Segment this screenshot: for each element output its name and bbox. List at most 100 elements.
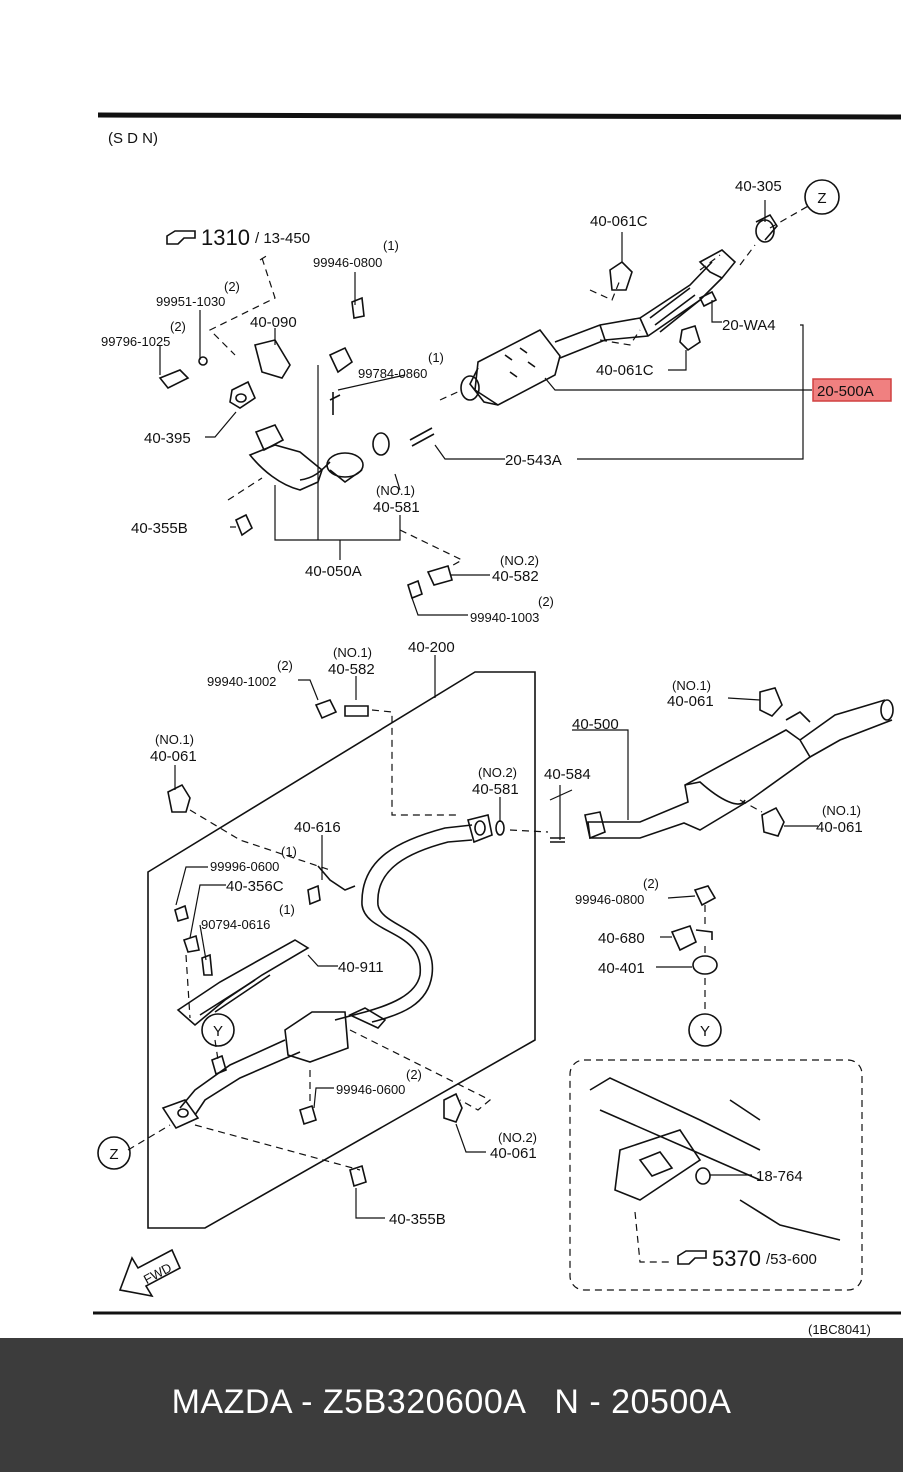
label-40-061-rmid: 40-061 bbox=[816, 819, 863, 836]
label-40-401: 40-401 bbox=[598, 960, 645, 977]
qty-99951-1030: (2) bbox=[224, 279, 240, 294]
guide-lines-top bbox=[208, 204, 811, 569]
section-label: (S D N) bbox=[108, 130, 158, 147]
label-40-680: 40-680 bbox=[598, 930, 645, 947]
label-20-WA4: 20-WA4 bbox=[722, 317, 776, 334]
qty-99946-0600: (2) bbox=[406, 1067, 422, 1082]
fwd-arrow-icon: FWD bbox=[118, 1248, 182, 1298]
svg-text:5370: 5370 bbox=[712, 1246, 761, 1271]
circle-marker-y-left: Y bbox=[201, 1013, 235, 1047]
svg-text:/53-600: /53-600 bbox=[766, 1251, 817, 1268]
qty-99940-1002: (2) bbox=[277, 658, 293, 673]
label-40-500: 40-500 bbox=[572, 716, 619, 733]
label-40-395: 40-395 bbox=[144, 430, 191, 447]
label-40-200: 40-200 bbox=[408, 639, 455, 656]
no-40-061-left: (NO.1) bbox=[155, 732, 194, 747]
leaders-top bbox=[159, 200, 812, 616]
no-40-061-rmid: (NO.1) bbox=[822, 803, 861, 818]
label-99796-1025: 99796-1025 bbox=[101, 334, 170, 349]
label-90794-0616: 90794-0616 bbox=[201, 917, 270, 932]
catalytic-converter-20-500A bbox=[474, 328, 561, 406]
top-rule bbox=[97, 112, 902, 120]
ring-40-305 bbox=[755, 219, 775, 243]
hanger-40-061-rtop bbox=[759, 687, 783, 717]
no-40-582-top: (NO.2) bbox=[500, 553, 539, 568]
no-40-582-mid: (NO.1) bbox=[333, 645, 372, 660]
label-20-543A: 20-543A bbox=[505, 452, 562, 469]
svg-text:/ 13-450: / 13-450 bbox=[255, 230, 310, 247]
hanger-40-061C-top bbox=[609, 260, 633, 291]
no-40-581-top: (NO.1) bbox=[376, 483, 415, 498]
qty-90794-0616: (1) bbox=[279, 902, 295, 917]
label-99946-0800-right: 99946-0800 bbox=[575, 892, 644, 907]
label-40-616: 40-616 bbox=[294, 819, 341, 836]
label-40-061-rtop: 40-061 bbox=[667, 693, 714, 710]
svg-text:1310: 1310 bbox=[201, 225, 250, 250]
label-99940-1002: 99940-1002 bbox=[207, 674, 276, 689]
front-pipe-assembly bbox=[158, 213, 778, 600]
label-40-061-left: 40-061 bbox=[150, 748, 197, 765]
gasket-40-581 bbox=[372, 432, 390, 456]
caption-text: MAZDA - Z5B320600A N - 20500A bbox=[171, 1382, 732, 1421]
bracket-40-090 bbox=[254, 339, 291, 379]
label-99940-1003: 99940-1003 bbox=[470, 610, 539, 625]
part-labels: 40-305 40-061C 20-WA4 40-061C 20-500A 20… bbox=[101, 178, 874, 1228]
label-40-050A: 40-050A bbox=[305, 563, 362, 580]
rear-muffler-40-500 bbox=[550, 687, 894, 843]
detail-inset-18-764 bbox=[569, 1059, 863, 1291]
label-40-355B-bottom: 40-355B bbox=[389, 1211, 446, 1228]
hanger-40-061-left bbox=[167, 783, 191, 813]
hanger-40-061-rmid bbox=[761, 806, 785, 837]
label-20-500A: 20-500A bbox=[817, 383, 874, 400]
qty-99946-0800-top: (1) bbox=[383, 238, 399, 253]
label-99946-0800-top: 99946-0800 bbox=[313, 255, 382, 270]
label-40-090: 40-090 bbox=[250, 314, 297, 331]
guide-lines-bottom bbox=[127, 709, 763, 1171]
no-40-061-rtop: (NO.1) bbox=[672, 678, 711, 693]
label-40-356C: 40-356C bbox=[226, 878, 284, 895]
circle-marker-z-top: Z bbox=[804, 179, 840, 215]
heat-shield-40-911 bbox=[176, 939, 310, 1027]
qty-99940-1003: (2) bbox=[538, 594, 554, 609]
no-40-061-bottom: (NO.2) bbox=[498, 1130, 537, 1145]
svg-text:Z: Z bbox=[109, 1146, 118, 1163]
rear-pipe-assembly bbox=[147, 671, 536, 1229]
label-99996-0600: 99996-0600 bbox=[210, 859, 279, 874]
qty-99996-0600: (1) bbox=[281, 844, 297, 859]
no-40-581-mid: (NO.2) bbox=[478, 765, 517, 780]
label-40-061C-mid: 40-061C bbox=[596, 362, 654, 379]
label-40-582-mid: 40-582 bbox=[328, 661, 375, 678]
pointing-hand-icon-2 bbox=[677, 1250, 707, 1265]
qty-99784-0860: (1) bbox=[428, 350, 444, 365]
label-40-584: 40-584 bbox=[544, 766, 591, 783]
hanger-40-061C-mid bbox=[679, 325, 701, 352]
circle-marker-z-bottom: Z bbox=[97, 1136, 131, 1170]
label-40-581-mid: 40-581 bbox=[472, 781, 519, 798]
leaders-bottom bbox=[174, 655, 818, 1219]
label-99784-0860: 99784-0860 bbox=[358, 366, 427, 381]
label-40-582-top: 40-582 bbox=[492, 568, 539, 585]
circle-marker-y-right: Y bbox=[688, 1013, 722, 1047]
highlight-box-20-500A bbox=[812, 378, 892, 402]
label-99951-1030: 99951-1030 bbox=[156, 294, 225, 309]
exhaust-system-diagram: (S D N) bbox=[93, 112, 902, 1337]
qty-99796-1025: (2) bbox=[170, 319, 186, 334]
diagram-code: (1BC8041) bbox=[808, 1322, 871, 1337]
svg-text:Y: Y bbox=[700, 1023, 710, 1040]
label-40-061C-top: 40-061C bbox=[590, 213, 648, 230]
caption-bar: MAZDA - Z5B320600A N - 20500A bbox=[0, 1338, 903, 1472]
label-40-305: 40-305 bbox=[735, 178, 782, 195]
svg-text:Z: Z bbox=[817, 190, 826, 207]
label-99946-0600: 99946-0600 bbox=[336, 1082, 405, 1097]
reference-5370: 5370 /53-600 bbox=[677, 1246, 817, 1271]
label-40-581-top: 40-581 bbox=[373, 499, 420, 516]
label-40-911: 40-911 bbox=[338, 959, 384, 976]
reference-1310: 1310 / 13-450 bbox=[166, 225, 310, 250]
label-18-764: 18-764 bbox=[756, 1168, 803, 1185]
label-40-355B-top: 40-355B bbox=[131, 520, 188, 537]
pointing-hand-icon bbox=[166, 230, 196, 245]
svg-text:Y: Y bbox=[213, 1023, 223, 1040]
hanger-40-061-bottom bbox=[443, 1092, 463, 1123]
isolator-group bbox=[670, 885, 718, 1012]
label-40-061-bottom: 40-061 bbox=[490, 1145, 537, 1162]
